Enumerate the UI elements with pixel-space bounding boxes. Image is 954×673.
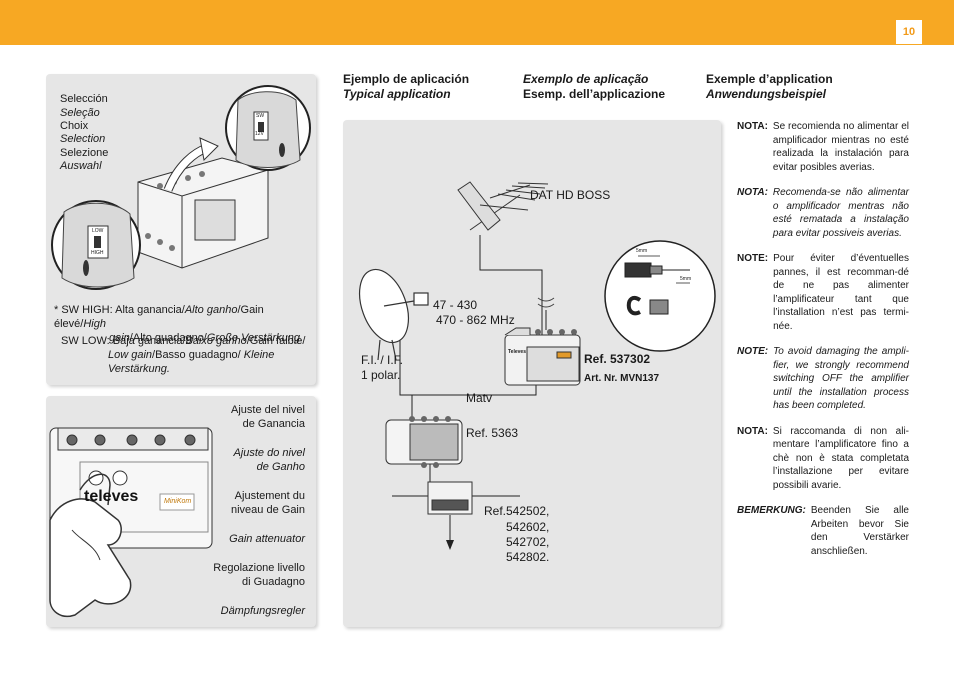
- sw-low-description: SW LOW: Baja ganancia/Baixo ganho/Gain f…: [61, 334, 311, 376]
- note-label: NOTA:: [737, 121, 768, 132]
- matv-label: Matv: [466, 391, 493, 405]
- dat-hd-boss-label: DAT HD BOSS: [530, 188, 611, 202]
- gain-pt-1: Ajuste do nivel: [233, 447, 305, 459]
- brand-logo: televes: [84, 488, 139, 505]
- switch-top-label-a: SW: [256, 113, 265, 119]
- sw-high-prefix: * SW HIGH:: [54, 304, 116, 316]
- selection-label-pt: Seleção: [60, 107, 100, 119]
- sw-low-es: Baja ganancia/: [112, 335, 186, 347]
- note-label: NOTE:: [737, 253, 769, 264]
- ref-542602: 542602,: [506, 520, 550, 534]
- heading-pt: Exemplo de aplicação: [523, 72, 649, 86]
- sw-high-es: Alta ganancia/: [115, 304, 185, 316]
- ref-5363-label: Ref. 5363: [466, 426, 519, 440]
- sw-high-en-a: High: [83, 318, 106, 330]
- sw-low-pt: Baixo ganho: [185, 335, 247, 347]
- ref-542802: 542802.: [506, 550, 550, 564]
- note-es: NOTA: Se recomienda no alimentar el ampli…: [737, 120, 909, 174]
- gain-es-2: de Ganancia: [242, 418, 305, 430]
- sw-high-de: Große Verstärkung.: [206, 332, 304, 344]
- product-logo: MiniKom: [164, 498, 192, 505]
- gain-en: Gain attenuator: [229, 533, 305, 545]
- sw-high-en-b: gain: [109, 332, 130, 344]
- note-de: BEMERKUNG: Beenden Sie alle Arbeiten bevo…: [737, 504, 909, 558]
- sw-low-prefix: SW LOW:: [61, 335, 113, 347]
- note-text: Si raccomanda di non ali-mentare l’ampli…: [772, 425, 909, 491]
- refs-prefix-label: Ref.: [484, 504, 507, 518]
- heading-es: Ejemplo de aplicación: [343, 72, 470, 86]
- note-pt: NOTA: Recomenda-se não alimentar o amplif…: [737, 186, 909, 240]
- switch-top-label-b: 12V: [255, 131, 264, 137]
- installation-notes: NOTA: Se recomienda no alimentar el ampli…: [737, 120, 909, 570]
- header-bar: [0, 0, 954, 45]
- sw-low-de-a: Kleine: [243, 349, 275, 361]
- fi-label-2: 1 polar.: [361, 368, 401, 382]
- fi-label-1: F.I. / I.F.: [361, 353, 404, 367]
- selection-label-it: Selezione: [60, 147, 109, 159]
- heading-fr: Exemple d’application: [706, 72, 833, 86]
- note-fr: NOTE: Pour éviter d’éventuelles pannes, i…: [737, 252, 909, 333]
- note-en: NOTE: To avoid damaging the ampli-fier, w…: [737, 345, 909, 413]
- gain-pt-2: de Ganho: [256, 461, 305, 473]
- sw-high-pt: Alto ganho: [184, 304, 238, 316]
- amp-brand-label: Televes: [508, 349, 526, 355]
- frequency-label-2: 470 - 862 MHz: [436, 313, 515, 327]
- note-label: NOTA:: [737, 425, 768, 437]
- dim-label-2: 5mm: [680, 276, 692, 282]
- heading-en: Typical application: [343, 87, 451, 101]
- selection-label-en: Selection: [60, 133, 106, 145]
- sw-low-de-b: Verstärkung.: [108, 363, 170, 375]
- ref-537302-label: Ref. 537302: [584, 352, 651, 366]
- note-label: NOTA:: [737, 187, 768, 198]
- gain-it-1: Regolazione livello: [213, 562, 305, 574]
- selection-label-es: Selección: [60, 93, 108, 105]
- sw-high-it: /Alto guadagno/: [129, 332, 207, 344]
- selection-label-fr: Choix: [60, 120, 89, 132]
- note-text: To avoid damaging the ampli-fier, we str…: [773, 346, 909, 411]
- sw-low-fr: /Gain faible/: [246, 335, 306, 347]
- note-text: Se recomienda no alimentar el amplificad…: [772, 121, 909, 173]
- ref-542702: 542702,: [506, 535, 550, 549]
- sw-high-fr: /Gain élevé/: [54, 304, 264, 330]
- selection-label-de: Auswahl: [60, 160, 102, 172]
- dim-label-1: 5mm: [636, 248, 648, 254]
- note-text: Recomenda-se não alimentar o amplificado…: [772, 187, 909, 239]
- sw-low-en: Low gain: [108, 349, 153, 361]
- gain-it-2: di Guadagno: [242, 576, 305, 588]
- sw-high-description: * SW HIGH: Alta ganancia/Alto ganho/Gain…: [54, 303, 308, 345]
- gain-fr-2: niveau de Gain: [231, 504, 305, 516]
- gain-de: Dämpfungsregler: [220, 605, 305, 617]
- switch-bottom-label-a: LOW: [92, 228, 104, 234]
- gain-es-1: Ajuste del nivel: [231, 404, 305, 416]
- note-label: NOTE:: [737, 346, 769, 357]
- note-it: NOTA: Si raccomanda di non ali-mentare l’…: [737, 425, 909, 493]
- sw-low-it: /Basso guadagno/: [152, 349, 244, 361]
- heading-it: Esemp. dell’applicazione: [523, 87, 666, 101]
- heading-de: Anwendungsbeispiel: [706, 87, 827, 101]
- note-text: Beenden Sie alle Arbeiten bevor Sie den …: [810, 505, 909, 557]
- note-text: Pour éviter d’éventuelles pannes, il est…: [773, 253, 909, 332]
- note-label: BEMERKUNG:: [737, 505, 806, 516]
- art-nr-label: Art. Nr. MVN137: [584, 373, 660, 384]
- switch-bottom-label-b: HIGH: [91, 250, 104, 256]
- ref-542502: 542502,: [506, 504, 550, 518]
- page-number: 10: [896, 20, 922, 44]
- gain-fr-1: Ajustement du: [234, 490, 305, 502]
- frequency-label-1: 47 - 430: [433, 298, 478, 312]
